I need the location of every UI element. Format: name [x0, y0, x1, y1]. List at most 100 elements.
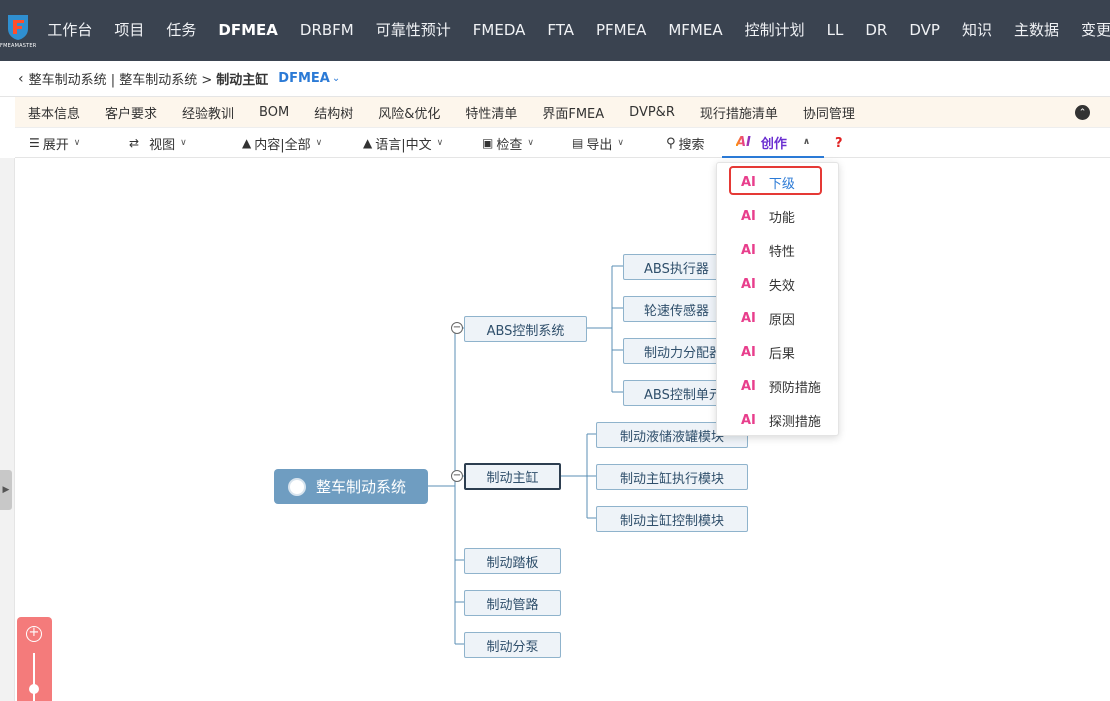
menu-item-prevention[interactable]: AI 预防措施 — [717, 371, 840, 401]
expand-button[interactable]: ☰ 展开 ∨ — [29, 128, 80, 158]
nav-item-reliability[interactable]: 可靠性预计 — [375, 21, 451, 39]
tab-collaboration[interactable]: 协同管理 — [802, 106, 855, 122]
menu-item-function[interactable]: AI 功能 — [717, 201, 840, 231]
root-node-label: 整车制动系统 — [316, 478, 407, 496]
module-tabs: 基本信息 客户要求 经验教训 BOM 结构树 风险&优化 特性清单 界面FMEA… — [15, 97, 1110, 128]
node-brake-force-distributor[interactable]: 制动力分配器 — [623, 338, 733, 364]
node-master-cylinder-control-module[interactable]: 制动主缸控制模块 — [596, 506, 748, 532]
tab-current-measures[interactable]: 现行措施清单 — [699, 106, 778, 122]
search-button[interactable]: ⚲ 搜索 — [666, 128, 705, 158]
content-filter-button[interactable]: ▲ 内容|全部 ∨ — [242, 128, 322, 158]
tab-customer-requirements[interactable]: 客户要求 — [105, 106, 158, 122]
bell-icon: ▲ — [242, 136, 252, 150]
zoom-control: + — [17, 617, 52, 701]
menu-item-label: 下级 — [768, 176, 795, 192]
export-label: 导出 — [586, 137, 613, 153]
menu-item-sub-level[interactable]: AI 下级 — [717, 167, 840, 197]
help-button[interactable]: ? — [835, 128, 843, 158]
ai-create-menu: AI 下级 AI 功能 AI 特性 AI 失效 AI 原因 AI 后果 AI 预… — [716, 162, 839, 436]
export-button[interactable]: ▤ 导出 ∨ — [572, 128, 624, 158]
menu-item-label: 探测措施 — [768, 414, 821, 430]
menu-item-label: 特性 — [768, 244, 795, 260]
nav-item-dr[interactable]: DR — [865, 21, 888, 39]
tab-structure-tree[interactable]: 结构树 — [314, 106, 354, 122]
collapse-minus-icon[interactable]: − — [451, 322, 463, 334]
zoom-slider-track[interactable] — [33, 653, 35, 701]
mindmap-connectors — [428, 265, 623, 645]
tab-bom[interactable]: BOM — [259, 104, 290, 120]
tab-interface-fmea[interactable]: 界面FMEA — [542, 106, 605, 122]
root-node[interactable]: 整车制动系统 — [274, 469, 428, 504]
panel-expand-handle[interactable]: ▶ — [0, 470, 12, 510]
ai-create-button[interactable]: AI 创作 ∧ — [722, 128, 825, 158]
language-button[interactable]: ▲ 语言|中文 ∨ — [363, 128, 443, 158]
nav-item-task[interactable]: 任务 — [166, 21, 197, 39]
zoom-slider-knob[interactable] — [29, 684, 39, 694]
module-chevron-down-icon[interactable]: ⌄ — [331, 73, 341, 84]
check-button[interactable]: ▣ 检查 ∨ — [482, 128, 534, 158]
node-wheel-speed-sensor[interactable]: 轮速传感器 — [623, 296, 733, 322]
clipboard-check-icon: ▣ — [482, 136, 494, 150]
create-label: 创作 — [760, 136, 787, 152]
nav-item-workbench[interactable]: 工作台 — [47, 21, 93, 39]
view-label: 视图 — [149, 137, 176, 153]
collapse-up-icon[interactable]: ⌃ — [1075, 105, 1090, 120]
chevron-up-icon: ∧ — [802, 137, 811, 147]
chevron-down-icon: ∨ — [617, 138, 624, 148]
nav-item-master-data[interactable]: 主数据 — [1013, 21, 1059, 39]
nav-item-fmeda[interactable]: FMEDA — [472, 21, 526, 39]
tab-characteristics[interactable]: 特性清单 — [465, 106, 518, 122]
menu-item-cause[interactable]: AI 原因 — [717, 303, 840, 333]
nav-item-change[interactable]: 变更 — [1080, 21, 1110, 39]
nav-item-control-plan[interactable]: 控制计划 — [744, 21, 805, 39]
chevron-down-icon: ∨ — [73, 138, 81, 148]
menu-item-failure[interactable]: AI 失效 — [717, 269, 840, 299]
ai-icon: AI — [741, 344, 756, 360]
tab-dvpr[interactable]: DVP&R — [629, 104, 675, 120]
node-abs-control-unit[interactable]: ABS控制单元 — [623, 380, 733, 406]
tab-lessons-learned[interactable]: 经验教训 — [182, 106, 235, 122]
node-brake-lines[interactable]: 制动管路 — [464, 590, 561, 616]
nav-item-dvp[interactable]: DVP — [909, 21, 940, 39]
menu-item-characteristic[interactable]: AI 特性 — [717, 235, 840, 265]
module-selector[interactable]: DFMEA — [278, 71, 330, 86]
collapse-minus-icon[interactable]: − — [451, 470, 463, 482]
bell-icon: ▲ — [363, 136, 373, 150]
menu-item-detection[interactable]: AI 探测措施 — [717, 405, 840, 435]
expand-label: 展开 — [42, 137, 69, 153]
tab-risk-optimization[interactable]: 风险&优化 — [378, 106, 441, 122]
node-abs-actuator[interactable]: ABS执行器 — [623, 254, 733, 280]
menu-item-label: 后果 — [768, 346, 795, 362]
swap-icon: ⇄ — [129, 136, 140, 150]
back-chevron-icon[interactable]: ‹ — [18, 70, 24, 87]
menu-item-effect[interactable]: AI 后果 — [717, 337, 840, 367]
view-button[interactable]: ⇄ 视图 ∨ — [129, 128, 187, 158]
nav-item-fta[interactable]: FTA — [547, 21, 574, 39]
menu-item-label: 原因 — [768, 312, 795, 328]
nav-item-knowledge[interactable]: 知识 — [961, 21, 992, 39]
nav-item-pfmea[interactable]: PFMEA — [596, 21, 647, 39]
ai-icon: AI — [741, 378, 756, 394]
node-master-cylinder-actuator-module[interactable]: 制动主缸执行模块 — [596, 464, 748, 490]
node-brake-master-cylinder[interactable]: 制动主缸 — [464, 463, 561, 490]
nav-item-ll[interactable]: LL — [826, 21, 844, 39]
mindmap-canvas[interactable]: 整车制动系统 − − ABS控制系统 制动主缸 制动踏板 制动管路 制动分泵 A… — [15, 158, 1110, 701]
left-panel-edge — [0, 158, 15, 701]
nav-item-mfmea[interactable]: MFMEA — [668, 21, 723, 39]
node-brake-caliper[interactable]: 制动分泵 — [464, 632, 561, 658]
node-abs-control-system[interactable]: ABS控制系统 — [464, 316, 587, 342]
chevron-down-icon: ∨ — [315, 138, 323, 148]
zoom-in-icon[interactable]: + — [26, 626, 42, 642]
menu-item-label: 预防措施 — [768, 380, 821, 396]
breadcrumb-path[interactable]: 整车制动系统 | 整车制动系统 > — [28, 73, 213, 88]
node-brake-pedal[interactable]: 制动踏板 — [464, 548, 561, 574]
nav-item-drbfm[interactable]: DRBFM — [299, 21, 354, 39]
menu-item-label: 失效 — [768, 278, 795, 294]
nav-item-project[interactable]: 项目 — [114, 21, 145, 39]
tab-basic-info[interactable]: 基本信息 — [28, 106, 81, 122]
ai-icon: AI — [741, 412, 756, 428]
app-logo[interactable]: FMEAMASTER — [0, 0, 36, 61]
check-label: 检查 — [496, 137, 523, 153]
breadcrumb-current: 制动主缸 — [216, 73, 269, 88]
nav-item-dfmea[interactable]: DFMEA — [218, 21, 278, 39]
